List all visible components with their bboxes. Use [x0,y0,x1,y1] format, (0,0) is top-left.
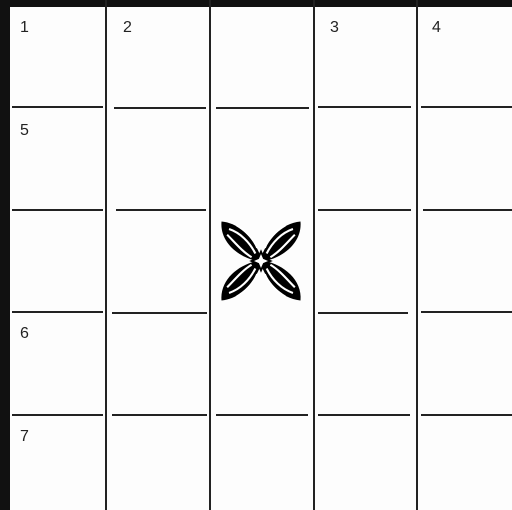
grid-line-horizontal [112,312,207,314]
grid-line-vertical [209,0,211,510]
grid-line-horizontal [216,414,308,416]
grid-line-horizontal [421,414,512,416]
grid-line-horizontal [318,209,411,211]
grid-line-horizontal [318,106,411,108]
cell-number-5: 5 [20,123,29,139]
board-left-border [0,0,10,510]
grid-line-horizontal [421,311,512,313]
cell-number-4: 4 [432,20,441,36]
grid-line-horizontal [112,414,207,416]
grid-line-horizontal [12,311,103,313]
grid-line-horizontal [116,209,206,211]
grid-line-horizontal [12,209,103,211]
grid-line-horizontal [114,107,206,109]
cell-number-2: 2 [123,20,132,36]
grid-line-vertical [313,0,315,510]
cell-number-3: 3 [330,20,339,36]
grid-line-horizontal [216,107,309,109]
grid-line-horizontal [318,312,408,314]
four-petal-flower-icon[interactable] [214,214,308,308]
grid-line-horizontal [12,414,103,416]
grid-line-vertical [105,0,107,510]
grid-line-horizontal [318,414,410,416]
grid-line-horizontal [12,106,103,108]
cell-number-6: 6 [20,326,29,342]
grid-line-horizontal [421,106,512,108]
grid-line-vertical [416,0,418,510]
board-top-border [0,0,512,7]
cell-number-7: 7 [20,429,29,445]
cell-number-1: 1 [20,20,29,36]
grid-line-horizontal [423,209,512,211]
